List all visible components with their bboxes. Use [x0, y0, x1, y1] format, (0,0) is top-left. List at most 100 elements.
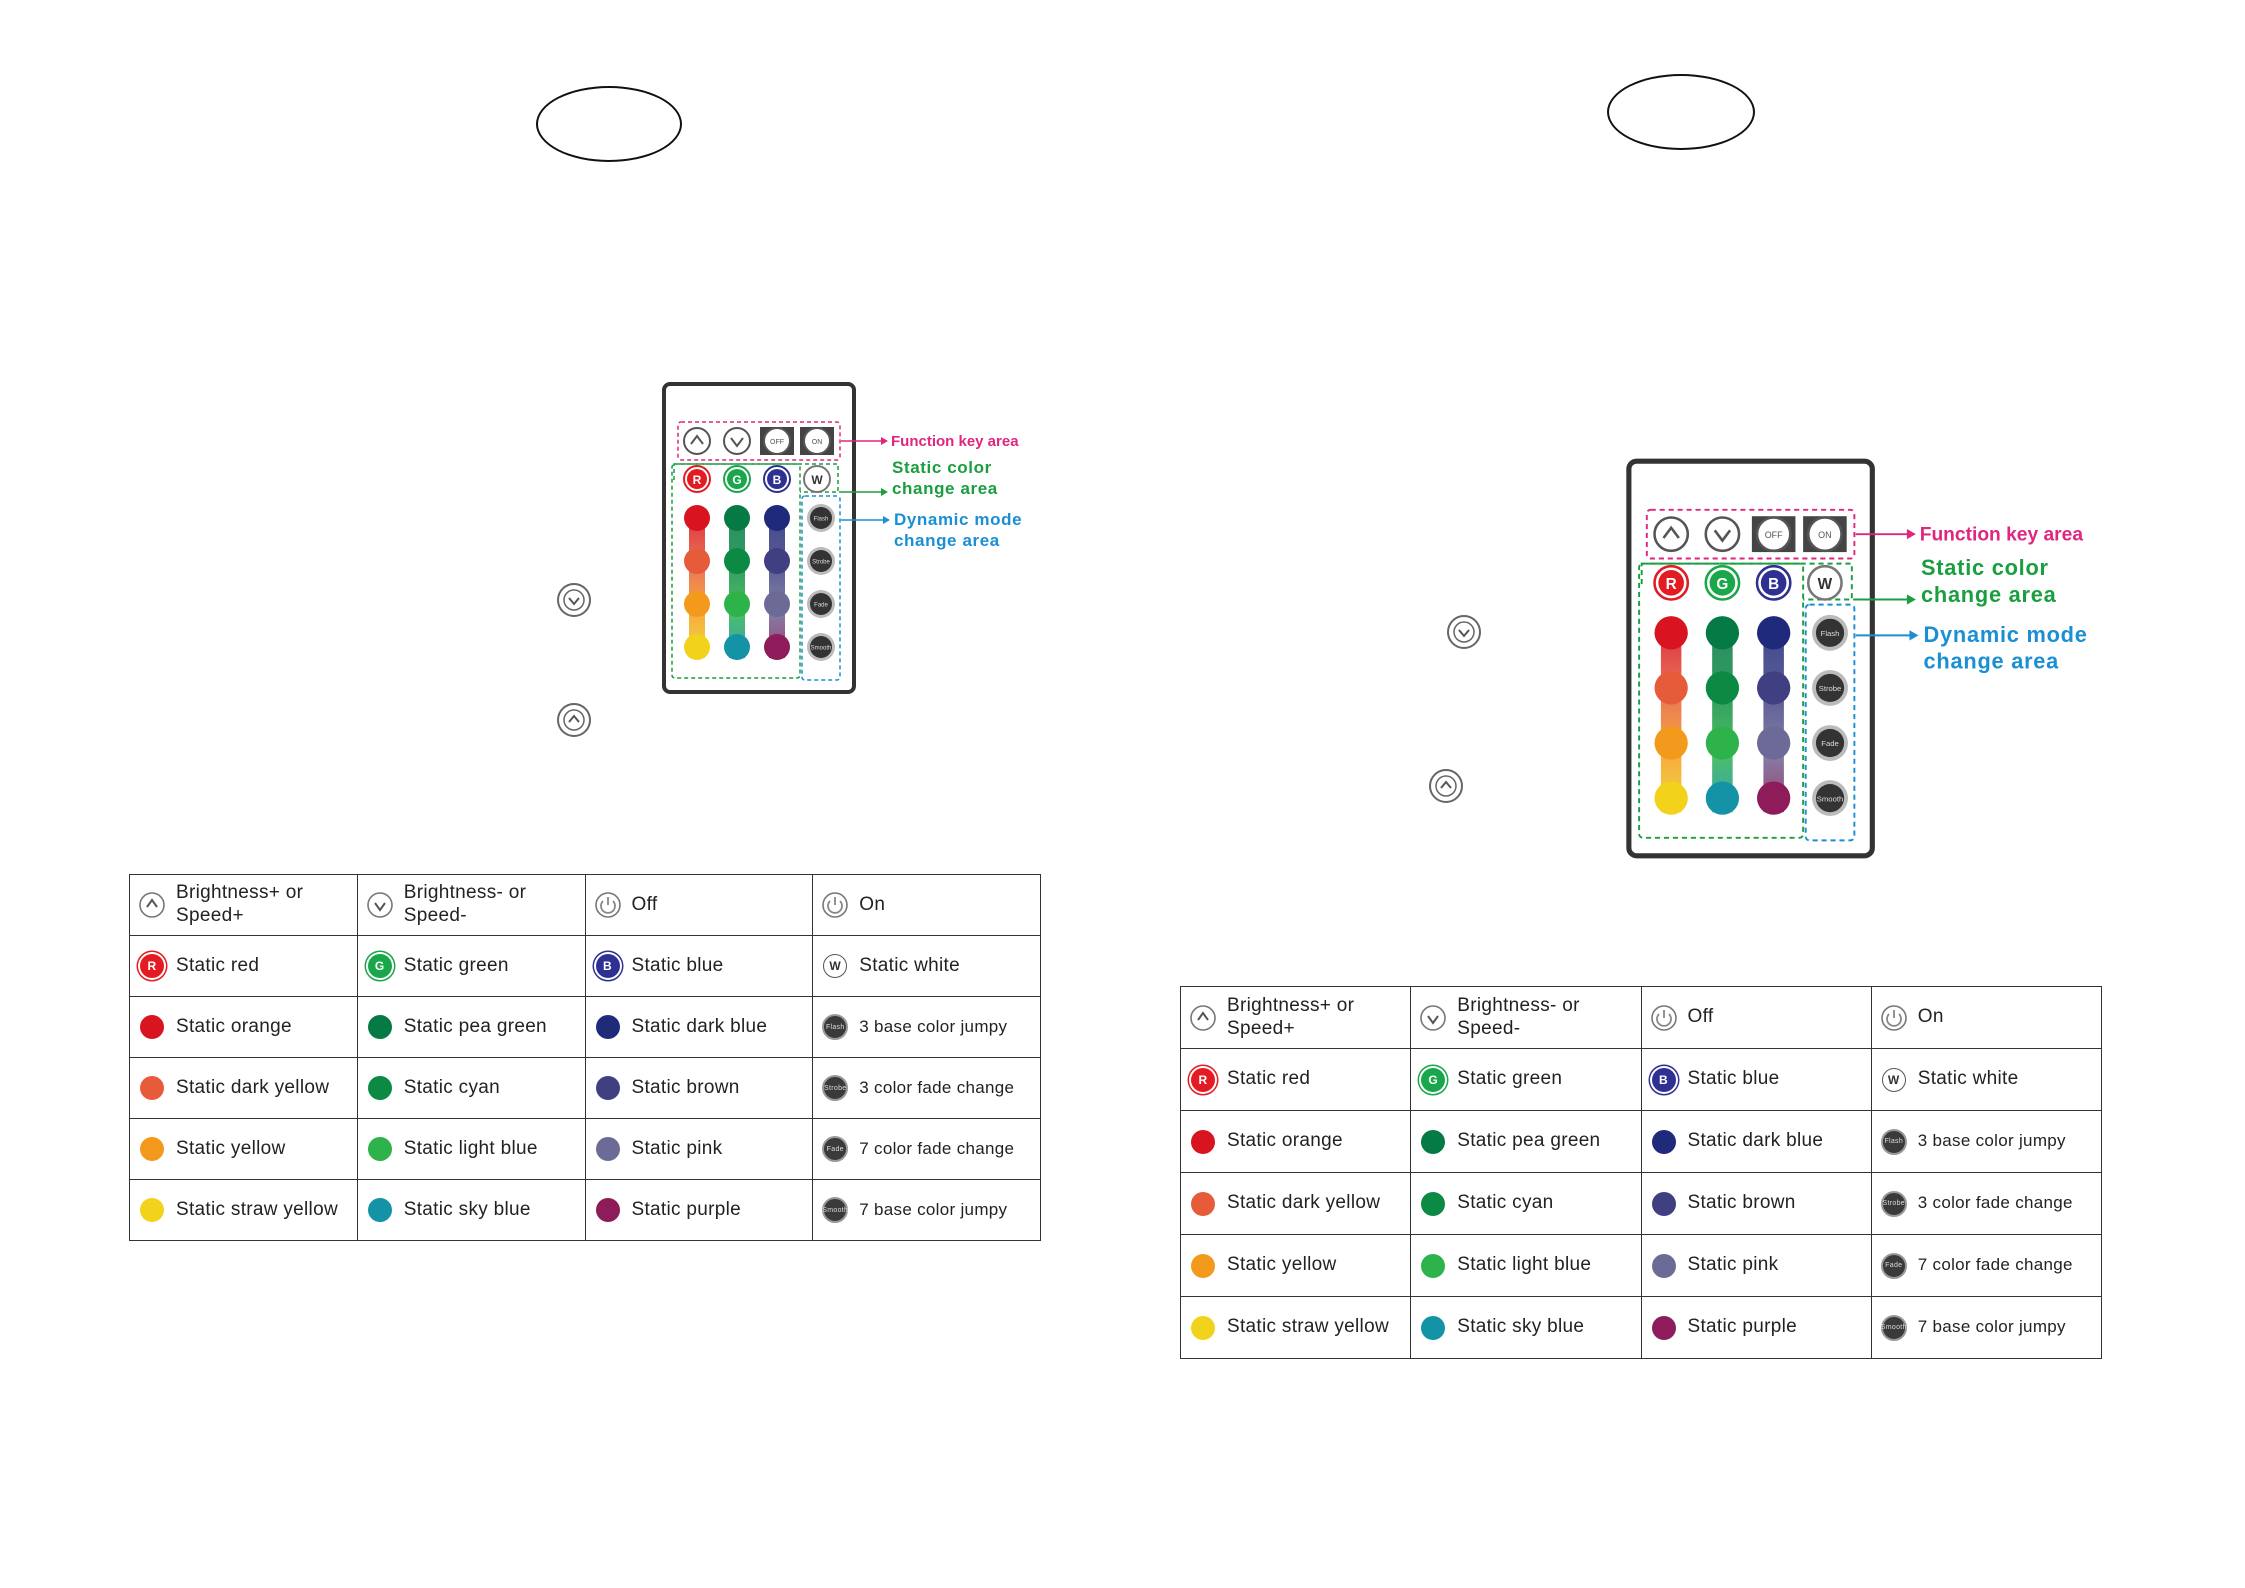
color-key-button [724, 634, 750, 660]
function-description: Off [1687, 1006, 1714, 1028]
color-dot [1651, 1253, 1676, 1278]
dynamic-callout-arrow-head [1909, 630, 1919, 641]
color-dot-icon [1419, 1253, 1447, 1278]
color-dot-icon [138, 1076, 166, 1100]
function-description: Static red [176, 954, 260, 976]
white-letter-icon: W [1880, 1067, 1908, 1092]
function-description: Static sky blue [403, 1198, 531, 1220]
function-description: Static dark blue [631, 1015, 768, 1037]
table-cell: Off [1640, 986, 1872, 1049]
table-cell: Static light blue [356, 1118, 586, 1180]
color-key-button [724, 548, 750, 574]
color-dot-icon [138, 1198, 166, 1222]
function-description: Static pink [1687, 1254, 1779, 1276]
table-cell: On [1870, 986, 2103, 1049]
function-description: 3 base color jumpy [1917, 1131, 2066, 1151]
static-area-top-box [1640, 562, 1853, 601]
table-row: Brightness+ or Speed+Brightness- or Spee… [129, 874, 1041, 936]
color-key-fill [767, 469, 787, 489]
table-cell: Off [584, 874, 814, 936]
table-cell: Static dark yellow [1179, 1172, 1412, 1235]
function-description: Static white [859, 954, 961, 976]
table-cell: Brightness- or Speed- [356, 874, 586, 936]
table-cell: Flash 3 base color jumpy [1870, 1110, 2103, 1173]
static-area-box [671, 463, 801, 679]
color-dot-icon [1419, 1315, 1447, 1340]
function-button-label: OFF [1765, 530, 1783, 540]
cell-content: R Static red [138, 954, 349, 978]
function-area-label: Function key area [1920, 525, 2084, 546]
static-callout-arrow-head [881, 488, 888, 496]
function-callout-arrow-head [881, 437, 888, 445]
color-key-letter: W [811, 473, 823, 487]
function-description: Static dark yellow [176, 1076, 330, 1098]
mode-key-icon: Strobe [1880, 1190, 1908, 1217]
function-description: 7 color fade change [859, 1138, 1015, 1158]
button-function-table-left: Brightness+ or Speed+Brightness- or Spee… [129, 874, 1041, 1241]
table-cell: Brightness+ or Speed+ [1179, 986, 1412, 1049]
table-cell: Static brown [1640, 1172, 1872, 1235]
color-dot [1421, 1315, 1446, 1340]
mode-key-badge: Flash [822, 1014, 849, 1040]
cell-content: Static straw yellow [1189, 1315, 1402, 1340]
color-dot [1421, 1253, 1446, 1278]
mode-key-badge: Flash [1880, 1128, 1907, 1155]
function-description: Static brown [1687, 1192, 1796, 1214]
function-button-label: ON [812, 439, 823, 446]
function-description: 7 base color jumpy [859, 1199, 1008, 1219]
cell-content: Static dark yellow [138, 1076, 349, 1100]
function-description: Brightness- or Speed- [1457, 994, 1580, 1039]
table-row: Static dark yellow Static cyan Static brow… [1179, 1172, 2103, 1235]
color-key-fill [1658, 570, 1684, 596]
on-icon [821, 891, 849, 919]
color-key-button [724, 591, 750, 617]
table-cell: Static cyan [1410, 1172, 1642, 1235]
color-key-fill [1760, 570, 1787, 596]
color-key-button [684, 548, 710, 574]
function-description: Static red [1227, 1068, 1311, 1090]
mode-button-label: Flash [814, 517, 829, 523]
cell-content: Brightness- or Speed- [366, 882, 577, 928]
function-area-box [1645, 508, 1856, 560]
cell-content: Static light blue [1419, 1253, 1632, 1278]
color-letter-badge: R [1191, 1067, 1215, 1092]
color-key-button [1757, 781, 1791, 815]
cell-content: Static dark yellow [1189, 1191, 1402, 1216]
static-area-top-box [673, 463, 839, 493]
table-cell: Static sky blue [1410, 1296, 1642, 1359]
color-key-fill [1709, 570, 1736, 596]
cell-content: Static pink [1650, 1253, 1863, 1278]
color-key-button [764, 548, 790, 574]
static-callout-arrow-head [1906, 594, 1916, 605]
function-area-box [677, 421, 841, 461]
color-dot [367, 1198, 392, 1222]
table-cell: Static dark blue [1640, 1110, 1872, 1173]
color-letter: G [374, 959, 385, 973]
static-area-label: Static color [892, 458, 992, 477]
brightness-up-icon [1428, 768, 1464, 809]
color-key-button [1757, 671, 1791, 705]
brightness-down-icon [366, 891, 394, 919]
color-dot [140, 1076, 164, 1100]
function-description: Off [631, 893, 658, 915]
color-dot-icon [1650, 1253, 1678, 1278]
dynamic-area-box [801, 495, 841, 681]
color-key-letter: R [1666, 576, 1677, 593]
color-dot [140, 1015, 164, 1039]
color-letter-badge: R [140, 954, 164, 978]
on-button-icon [1806, 516, 1843, 553]
color-letter-icon: G [1419, 1067, 1447, 1092]
